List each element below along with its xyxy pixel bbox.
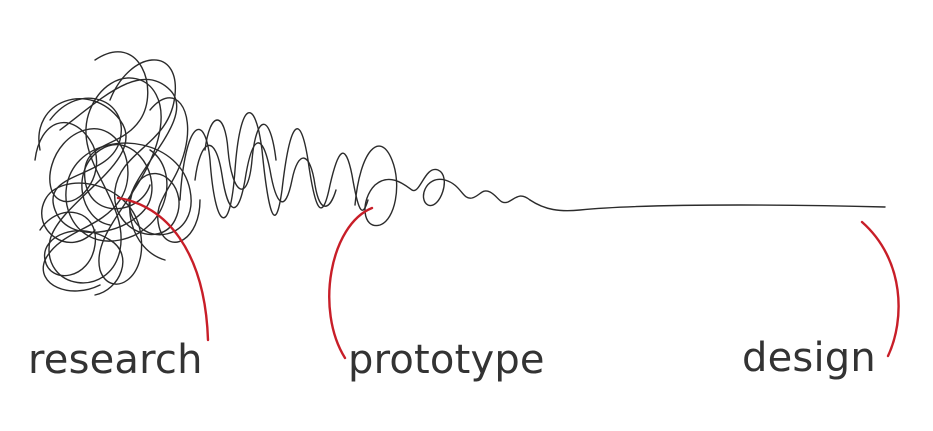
- design-pointer-arc: [860, 220, 900, 358]
- prototype-label: prototype: [348, 337, 545, 383]
- research-pointer-arc: [116, 196, 210, 342]
- prototype-pointer-arc: [328, 206, 374, 360]
- squiggle-waves: [179, 112, 886, 227]
- research-scribble: [34, 51, 201, 296]
- pointer-arcs: [116, 196, 900, 360]
- research-label: research: [28, 337, 203, 383]
- design-label: design: [742, 335, 876, 381]
